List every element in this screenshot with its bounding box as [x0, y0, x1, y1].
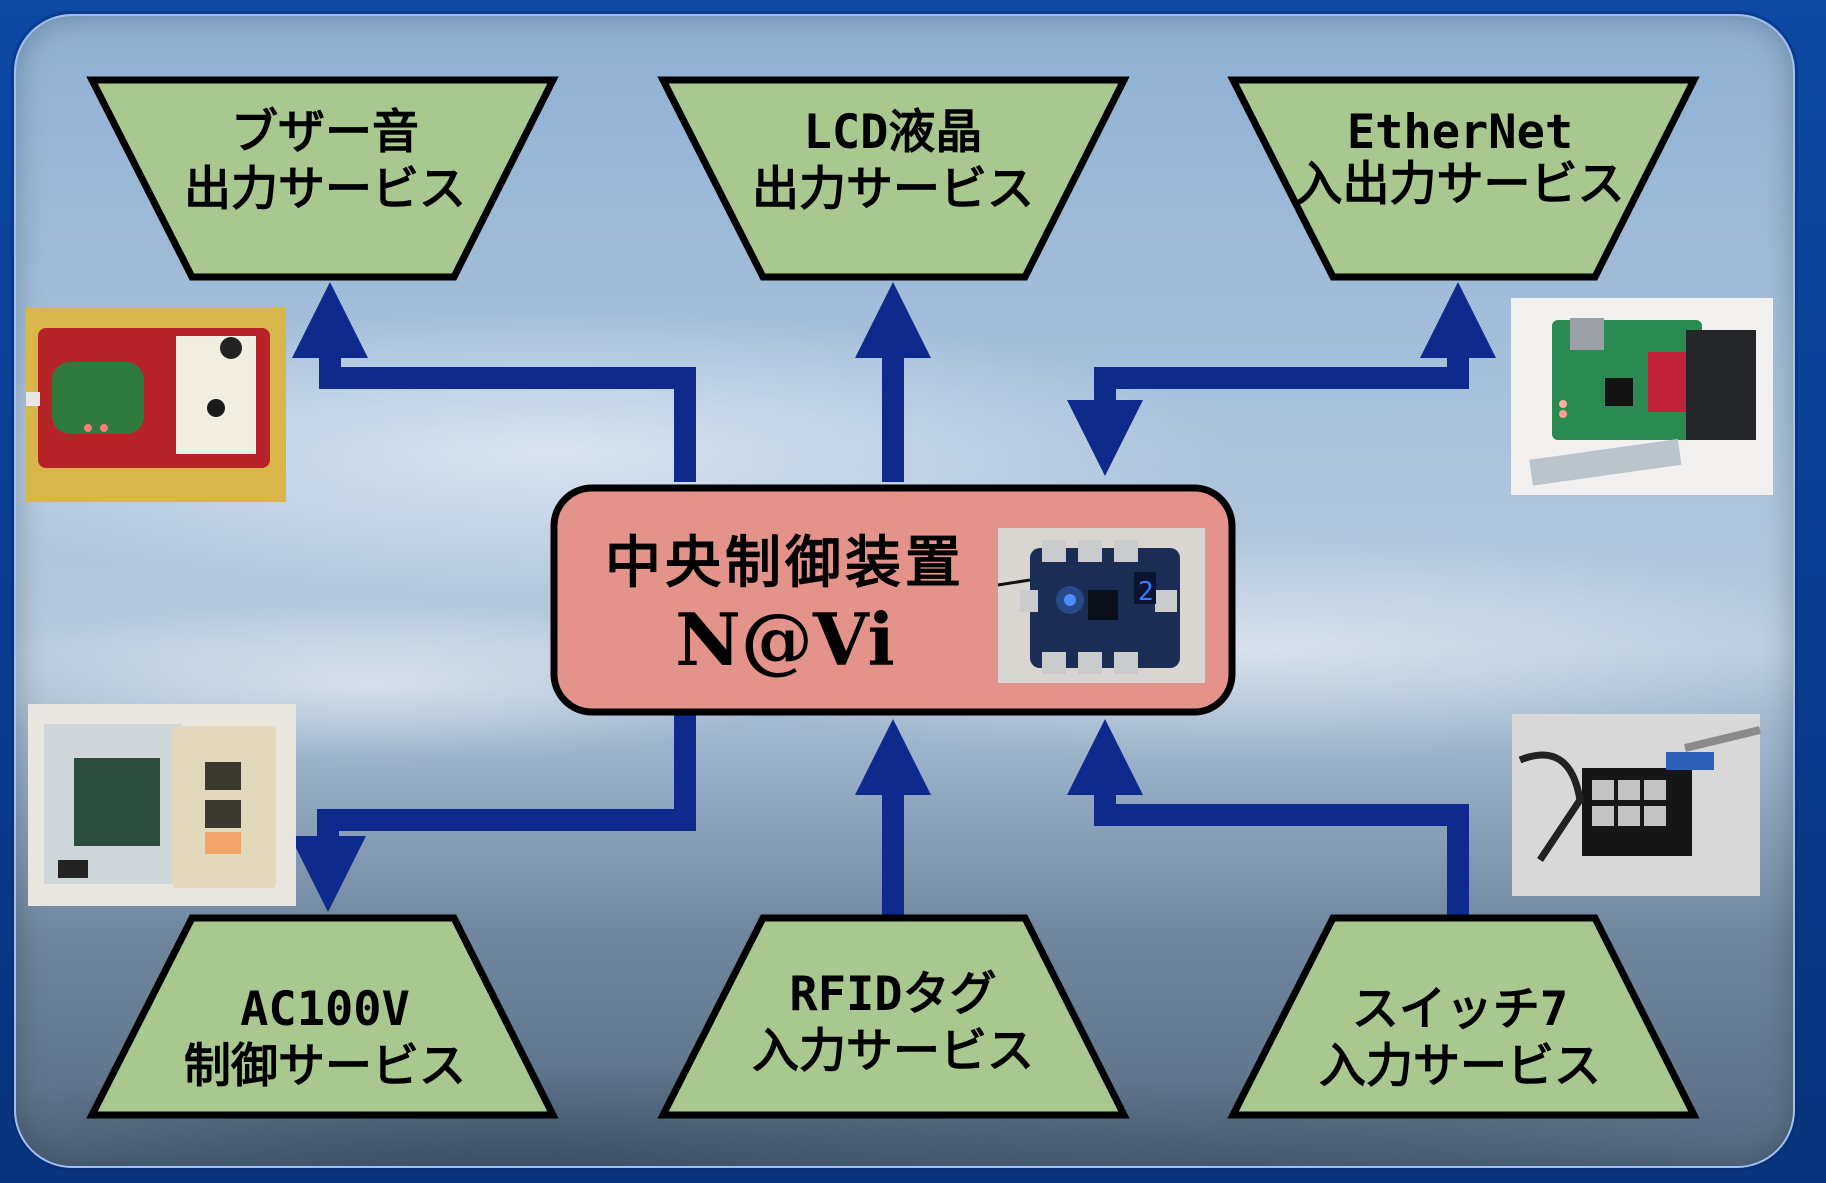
service-lcd: LCD液晶 出力サービス: [657, 76, 1130, 281]
lcd-line2: 出力サービス: [752, 162, 1034, 217]
arrowhead-to-central-from-ethernet: [1067, 400, 1143, 476]
connector-ethernet: [1094, 340, 1469, 415]
ethernet-line2: 入出力サービス: [1296, 157, 1625, 212]
arrowhead-to-ethernet: [1420, 282, 1496, 358]
arrowhead-to-ac100v: [290, 836, 366, 912]
service-switch7: スイッチ7 入力サービス: [1227, 914, 1700, 1119]
ac100v-device-photo: [28, 704, 296, 906]
arrowhead-to-lcd: [855, 282, 931, 358]
central-title: 中央制御装置: [605, 531, 965, 596]
buzzer-device-photo: [26, 307, 286, 502]
service-box-ac100v: [86, 914, 559, 1119]
rfid-line1: RFIDタグ: [789, 967, 996, 1022]
ethernet-device-photo: [1511, 298, 1773, 495]
arrowhead-from-rfid: [855, 719, 931, 795]
navi-device-photo: 2: [997, 528, 1205, 683]
ac100v-line1: AC100V: [240, 982, 410, 1037]
service-ac100v: AC100V 制御サービス: [86, 914, 559, 1119]
switch7-line2: 入力サービス: [1319, 1039, 1601, 1094]
service-rfid: RFIDタグ 入力サービス: [657, 914, 1130, 1119]
buzzer-line1: ブザー音: [231, 105, 419, 160]
buzzer-line2: 出力サービス: [184, 162, 466, 217]
service-box-buzzer: [86, 76, 559, 281]
switch7-device-photo: [1512, 714, 1761, 896]
connector-ac100v: [317, 712, 696, 850]
service-buzzer: ブザー音 出力サービス: [86, 76, 559, 281]
lcd-line1: LCD液晶: [804, 105, 983, 160]
central-subtitle: N@Vi: [675, 597, 895, 682]
central-unit: 中央制御装置 N@Vi 2: [550, 484, 1236, 716]
service-box-switch7: [1227, 914, 1700, 1119]
arrowhead-from-switch7: [1067, 719, 1143, 795]
svg-text:2: 2: [1138, 577, 1154, 607]
switch7-line1: スイッチ7: [1352, 982, 1568, 1037]
rfid-line2: 入力サービス: [752, 1024, 1034, 1079]
connectors: [290, 282, 1496, 918]
service-ethernet: EtherNet 入出力サービス: [1227, 76, 1700, 281]
arrowhead-to-buzzer: [292, 282, 368, 358]
ethernet-line1: EtherNet: [1347, 105, 1573, 160]
service-box-rfid: [657, 914, 1130, 1119]
ac100v-line2: 制御サービス: [184, 1039, 466, 1094]
connector-switch7: [1094, 775, 1469, 918]
connector-buzzer: [319, 340, 696, 482]
service-box-ethernet: [1227, 76, 1700, 281]
service-box-lcd: [657, 76, 1130, 281]
